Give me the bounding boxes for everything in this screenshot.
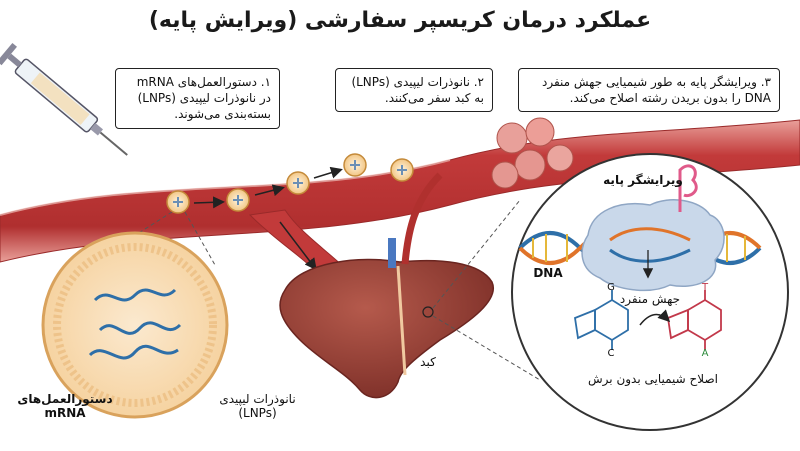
label-liver: کبد: [420, 355, 436, 369]
flow-arrows: [193, 166, 343, 271]
lnp-particle: [390, 158, 414, 182]
mrna-strands: [88, 288, 182, 360]
lnp-particle: [286, 171, 310, 195]
zoom-circle-lnp: [41, 231, 229, 419]
label-base-editor: ویرایشگر پایه: [603, 173, 683, 187]
zoom-circle-base-editing: [511, 153, 789, 431]
lnp-particle: [343, 153, 367, 177]
lnp-particles: [166, 153, 414, 214]
callout-step-3: ۳. ویرایشگر پایه به طور شیمیایی جهش منفر…: [518, 68, 780, 113]
base-g: G: [607, 282, 615, 293]
liver-organ: [279, 172, 495, 399]
base-a: A: [701, 348, 709, 359]
base-t: T: [701, 282, 709, 293]
chemical-structure-before: [574, 290, 629, 350]
label-mutation: جهش منفرد: [619, 292, 681, 306]
chemical-structure-after: [667, 290, 722, 350]
label-dna: DNA: [533, 266, 563, 280]
lnp-particle: [166, 190, 190, 214]
lnp-particle: [226, 188, 250, 212]
callout-step-1: ۱. دستورالعمل‌های mRNA در نانوذرات لیپید…: [115, 68, 280, 129]
liver-cells-cluster: [491, 117, 574, 189]
base-editor-protein: [581, 164, 725, 292]
page-title: عملکرد درمان کریسپر سفارشی (ویرایش پایه): [148, 8, 652, 33]
label-mrna: دستورالعمل‌های mRNA: [17, 392, 113, 420]
callout-step-2: ۲. نانوذرات لیپیدی (LNPs) به کبد سفر می‌…: [335, 68, 493, 113]
conversion-arrow: [639, 309, 671, 326]
label-lnp: نانوذرات لیپیدی (LNPs): [219, 392, 296, 420]
zoom-lines: [79, 199, 541, 381]
syringe-icon: [0, 42, 128, 156]
base-c: C: [607, 348, 615, 359]
label-correction: اصلاح شیمیایی بدون برش: [588, 372, 718, 386]
